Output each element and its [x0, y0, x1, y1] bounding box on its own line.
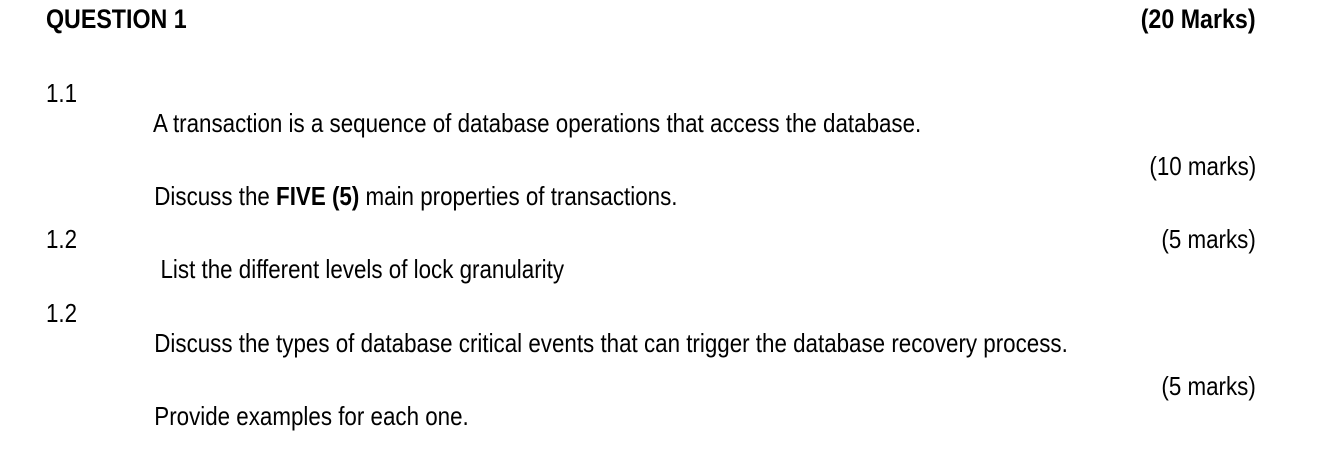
question-text-emphasis: FIVE (5): [276, 181, 360, 211]
question-text-segment: Provide examples for each one.: [154, 401, 469, 431]
question-item: Discuss the FIVE (5) main properties of …: [46, 151, 1256, 241]
question-item: 1.1 A transaction is a sequence of datab…: [46, 78, 1256, 168]
exam-question-page: QUESTION 1 (20 Marks) 1.1 A transaction …: [46, 4, 1256, 431]
question-number: 1.2: [46, 224, 78, 254]
question-number: 1.2: [46, 298, 78, 328]
question-marks: (10 marks): [1149, 151, 1256, 181]
question-text: List the different levels of lock granul…: [117, 224, 1002, 314]
question-item: Provide examples for each one. (5 marks): [46, 371, 1256, 461]
question-text: Provide examples for each one.: [117, 371, 1002, 461]
question-text-segment-tail: main properties of transactions.: [359, 181, 678, 211]
question-text: Discuss the FIVE (5) main properties of …: [117, 151, 990, 241]
question-text: A transaction is a sequence of database …: [117, 78, 1097, 168]
question-marks: (5 marks): [1161, 224, 1256, 254]
question-number: 1.1: [46, 78, 78, 108]
question-text-segment: List the different levels of lock granul…: [154, 254, 565, 284]
question-header: QUESTION 1 (20 Marks): [46, 4, 1256, 34]
question-item: 1.2 List the different levels of lock gr…: [46, 224, 1256, 314]
question-item: 1.2 Discuss the types of database critic…: [46, 298, 1256, 388]
question-text-segment: A transaction is a sequence of database …: [153, 108, 922, 138]
question-marks: (5 marks): [1161, 371, 1256, 401]
question-text-segment: Discuss the types of database critical e…: [154, 328, 1068, 358]
total-marks-label: (20 Marks): [1141, 4, 1256, 34]
question-text-segment: Discuss the: [154, 181, 277, 211]
question-text: Discuss the types of database critical e…: [117, 298, 1097, 388]
page-title: QUESTION 1: [46, 4, 187, 34]
